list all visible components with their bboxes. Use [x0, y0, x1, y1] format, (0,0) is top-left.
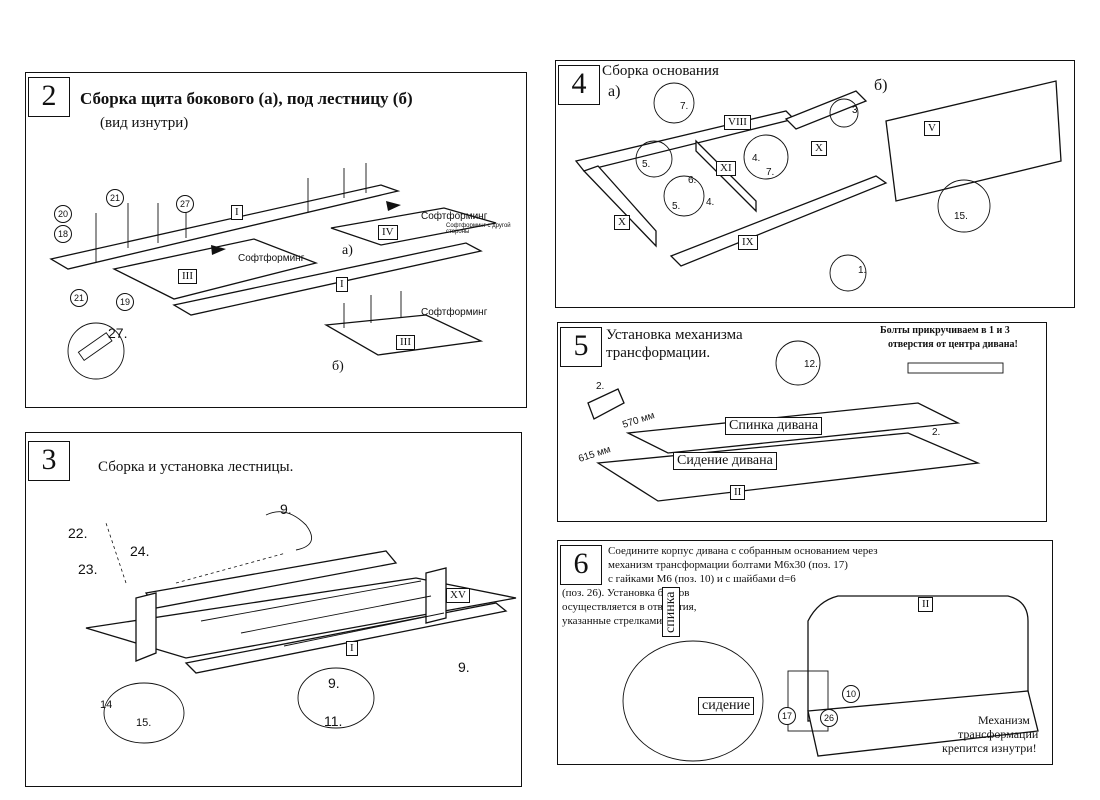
- callout-17: 17: [778, 707, 796, 725]
- callout-21: 21: [106, 189, 124, 207]
- text-line6: указанные стрелками.: [562, 615, 665, 627]
- part-XV: XV: [446, 588, 470, 603]
- softforming-label: Софтформинг: [421, 211, 488, 222]
- part-III-b: III: [396, 335, 415, 350]
- note-line2: трансформации: [958, 727, 1039, 741]
- step-2-panel: 2 Сборка щита бокового (а), под лестницу…: [25, 72, 527, 408]
- part-I: I: [346, 641, 358, 656]
- callout-1: 1.: [858, 265, 867, 276]
- callout-4: 4.: [752, 153, 761, 164]
- label-back: спинка: [662, 587, 680, 637]
- step-title-line1: Установка механизма: [606, 327, 743, 343]
- step-6-panel: 6 Соедините корпус дивана с собранным ос…: [557, 540, 1053, 765]
- text-line2: механизм трансформации болтами М6х30 (по…: [608, 559, 848, 571]
- step-title: Сборка основания: [602, 63, 719, 79]
- step-subtitle: (вид изнутри): [100, 115, 189, 131]
- step-title: Сборка щита бокового (а), под лестницу (…: [80, 89, 413, 108]
- callout-5-b: 5.: [672, 201, 681, 212]
- label-a: а): [608, 83, 621, 100]
- label-seat: сидение: [698, 697, 755, 715]
- step-5-panel: 5 Установка механизма трансформации. Бол…: [557, 322, 1047, 522]
- callout-12: 12.: [804, 359, 818, 370]
- callout-7-b: 7.: [766, 167, 775, 178]
- part-I: I: [231, 205, 243, 220]
- callout-27-tool: 27.: [108, 325, 128, 341]
- callout-2-right: 2.: [932, 427, 941, 438]
- callout-15: 15.: [954, 211, 968, 222]
- step-number: 3: [28, 441, 70, 481]
- callout-23: 23.: [78, 561, 98, 577]
- label-b: б): [332, 359, 344, 374]
- softforming-label: Софтформинг: [238, 253, 305, 264]
- softforming-label: Софтформинг: [421, 307, 488, 318]
- callout-26: 26: [820, 709, 838, 727]
- softforming-note: Софтформинг с другой стороны: [446, 223, 511, 235]
- part-XI: XI: [716, 161, 736, 176]
- text-line1: Соедините корпус дивана с собранным осно…: [608, 545, 878, 557]
- callout-21-lower: 21: [70, 289, 88, 307]
- part-VIII: VIII: [724, 115, 751, 130]
- note-line1: Механизм: [978, 713, 1030, 727]
- callout-18: 18: [54, 225, 72, 243]
- part-III: III: [178, 269, 197, 284]
- callout-3: 3: [852, 105, 858, 116]
- note-line1: Болты прикручиваем в 1 и 3: [880, 325, 1010, 336]
- label-a: а): [342, 243, 353, 258]
- part-II: II: [918, 597, 934, 612]
- sofa-connection-drawing: [622, 595, 1039, 762]
- callout-11: 11.: [324, 713, 343, 729]
- callout-20: 20: [54, 205, 72, 223]
- callout-4-b: 4.: [706, 197, 715, 208]
- text-line3: с гайками М6 (поз. 10) и с шайбами d=6: [608, 573, 796, 585]
- callout-9-right: 9.: [458, 659, 470, 675]
- part-V: V: [924, 121, 940, 136]
- ladder-drawing: [85, 511, 517, 744]
- label-b: б): [874, 77, 888, 94]
- step-title-line2: трансформации.: [606, 345, 711, 361]
- step-number: 5: [560, 327, 602, 367]
- label-seat: Сидение дивана: [673, 452, 777, 470]
- part-IV: IV: [378, 225, 398, 240]
- callout-9: 9.: [280, 501, 292, 517]
- step-title: Сборка и установка лестницы.: [98, 459, 294, 475]
- callout-5: 5.: [642, 159, 651, 170]
- callout-19: 19: [116, 293, 134, 311]
- callout-22: 22.: [68, 525, 88, 541]
- callout-9-inset: 9.: [328, 675, 340, 691]
- callout-7: 7.: [680, 101, 689, 112]
- step-4-panel: 4 Сборка основания а) б) VIII XI X X IX …: [555, 60, 1075, 308]
- callout-6: 6.: [688, 175, 697, 186]
- callout-27: 27: [176, 195, 194, 213]
- part-I-lower: I: [336, 277, 348, 292]
- part-X-left: X: [614, 215, 630, 230]
- part-IX: IX: [738, 235, 758, 250]
- callout-24: 24.: [130, 543, 150, 559]
- part-II: II: [730, 485, 746, 500]
- side-panel-drawing: [49, 163, 497, 380]
- callout-2-left: 2.: [596, 381, 605, 392]
- part-X: X: [811, 141, 827, 156]
- callout-14: 14: [100, 699, 113, 711]
- text-line4: (поз. 26). Установка болтов: [562, 587, 690, 599]
- callout-15: 15.: [136, 717, 152, 729]
- base-drawing: [574, 80, 1062, 292]
- step-number: 6: [560, 545, 602, 585]
- step-number: 4: [558, 65, 600, 105]
- callout-10: 10: [842, 685, 860, 703]
- note-line3: крепится изнутри!: [942, 741, 1037, 755]
- label-back: Спинка дивана: [725, 417, 823, 435]
- step-number: 2: [28, 77, 70, 117]
- step-3-panel: 3 Сборка и установка лестницы. XV I 22. …: [25, 432, 522, 787]
- note-line2: отверстия от центра дивана!: [888, 339, 1018, 350]
